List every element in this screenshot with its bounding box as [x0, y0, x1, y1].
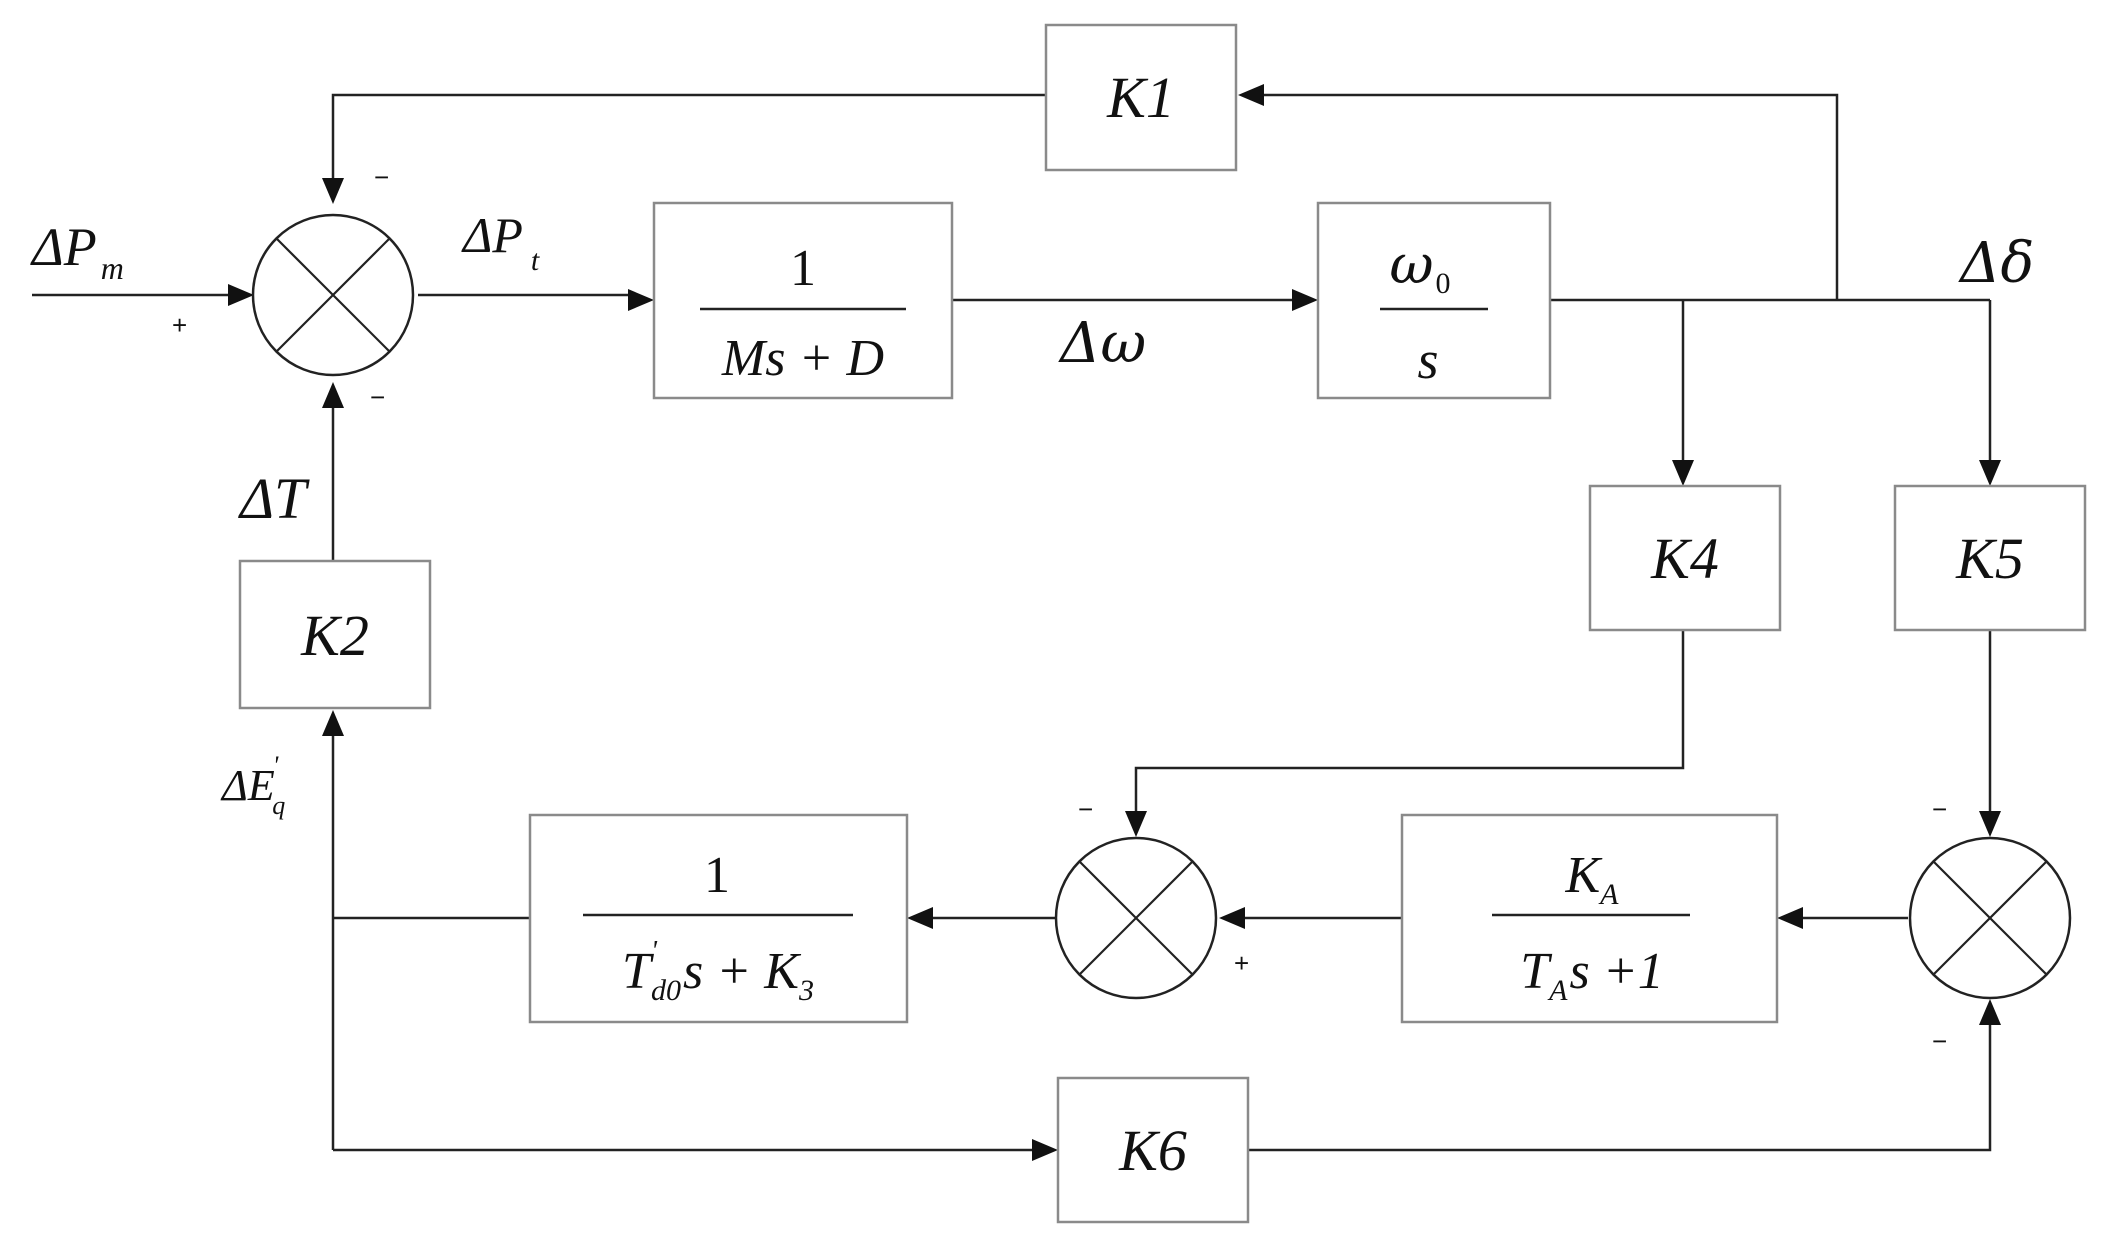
block-k2: K2 — [238, 559, 432, 710]
signal-dT: ΔT — [238, 466, 310, 531]
summing-junction-torque — [251, 213, 415, 377]
arrow-into-sum1-top — [322, 178, 344, 204]
arrow-into-sum2-top — [1125, 811, 1147, 837]
signal-ddelta: Δδ — [1958, 231, 2034, 296]
arrow-into-k6 — [1032, 1139, 1058, 1161]
sign-sum3-bottom: − — [1932, 1026, 1947, 1056]
wire-k4-to-sum2 — [1134, 630, 1685, 827]
mech-denominator: Ms + D — [721, 330, 884, 387]
block-exciter: KA TAs +1 — [1400, 813, 1779, 1024]
sign-sum1-top: − — [374, 162, 389, 192]
arrow-into-sum3-top — [1979, 811, 2001, 837]
signal-dw: Δω — [1058, 311, 1146, 376]
wires — [32, 93, 1992, 1152]
sign-sum2-top: − — [1078, 794, 1093, 824]
int-denominator: s — [1417, 330, 1438, 390]
block-field: 1 T'd0s + K3 — [528, 813, 909, 1024]
block-k5-label: K5 — [1955, 526, 2024, 591]
arrow-into-int — [1292, 289, 1318, 311]
fld-numerator: 1 — [704, 847, 730, 904]
sign-sum3-top: − — [1932, 794, 1947, 824]
block-k4: K4 — [1588, 484, 1782, 632]
block-k6: K6 — [1056, 1076, 1250, 1224]
arrow-into-k5 — [1979, 460, 2001, 486]
fld-denominator: T'd0s + K3 — [622, 936, 814, 1007]
block-k6-label: K6 — [1118, 1118, 1187, 1183]
sign-sum2-right: + — [1234, 948, 1249, 978]
int-numerator: ω0 — [1389, 233, 1450, 300]
wire-k1-feedback-in — [1250, 93, 1839, 300]
arrow-into-k2 — [322, 710, 344, 736]
wire-k1-to-sum1 — [331, 93, 1046, 188]
block-mechanical: 1 Ms + D — [652, 201, 954, 400]
wire-k6-to-sum3 — [1246, 1011, 1992, 1152]
block-integrator: ω0 s — [1316, 201, 1552, 400]
arrow-into-k4 — [1672, 460, 1694, 486]
sign-sum1-bottom: − — [370, 382, 385, 412]
exc-numerator: KA — [1564, 847, 1619, 911]
arrow-into-mech — [628, 289, 654, 311]
block-k4-label: K4 — [1650, 526, 1719, 591]
summing-junction-field — [1054, 836, 1218, 1000]
sign-sum1-left: + — [172, 310, 187, 340]
arrow-into-fld — [907, 907, 933, 929]
arrow-into-sum3-bottom — [1979, 999, 2001, 1025]
arrow-into-sum1-bottom — [322, 382, 344, 408]
exc-denominator: TAs +1 — [1520, 943, 1664, 1007]
block-k1: K1 — [1044, 23, 1238, 172]
arrow-into-sum1-left — [228, 284, 254, 306]
mech-numerator: 1 — [790, 240, 816, 297]
arrow-into-sum2-right — [1219, 907, 1245, 929]
arrow-into-exc — [1777, 907, 1803, 929]
block-k5: K5 — [1893, 484, 2087, 632]
signal-dEq: ΔE'q — [220, 751, 285, 820]
block-k2-label: K2 — [300, 603, 369, 668]
arrow-into-k1 — [1238, 84, 1264, 106]
arrowheads — [228, 84, 2001, 1161]
summing-junction-voltage — [1908, 836, 2072, 1000]
block-k1-label: K1 — [1106, 65, 1175, 130]
